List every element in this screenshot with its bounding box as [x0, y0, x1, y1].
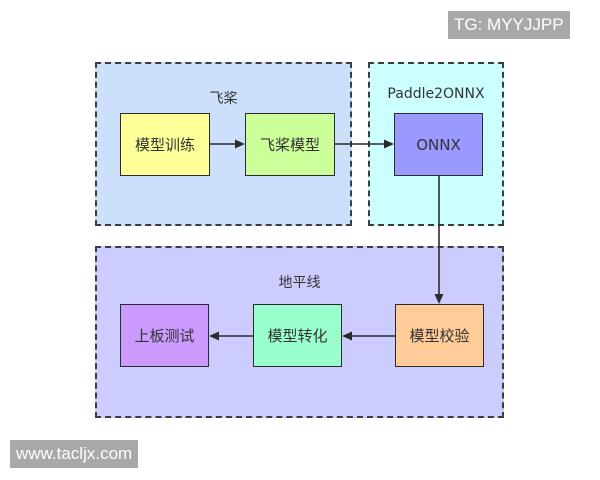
watermark-bottom-left: www.taclјx.com — [10, 440, 139, 468]
group-title-paddle: 飞桨 — [209, 91, 238, 107]
node-onnx[interactable]: ONNX — [394, 113, 483, 176]
node-model-verify[interactable]: 模型校验 — [395, 304, 484, 367]
node-model-training[interactable]: 模型训练 — [120, 113, 210, 176]
watermark-top-right: TG: MYYJJPP — [448, 11, 570, 39]
edge-train-to-paddle-model — [210, 139, 245, 149]
node-model-convert[interactable]: 模型转化 — [253, 304, 342, 367]
edge-convert-to-board-test — [209, 331, 253, 341]
edge-onnx-to-verify — [434, 176, 444, 304]
edge-verify-to-convert — [342, 331, 395, 341]
node-board-test[interactable]: 上板测试 — [120, 304, 209, 367]
edge-paddle-model-to-onnx — [335, 139, 394, 149]
node-paddle-model[interactable]: 飞桨模型 — [245, 113, 335, 176]
group-title-paddle2onnx: Paddle2ONNX — [387, 86, 485, 102]
group-title-horizon: 地平线 — [278, 275, 321, 291]
